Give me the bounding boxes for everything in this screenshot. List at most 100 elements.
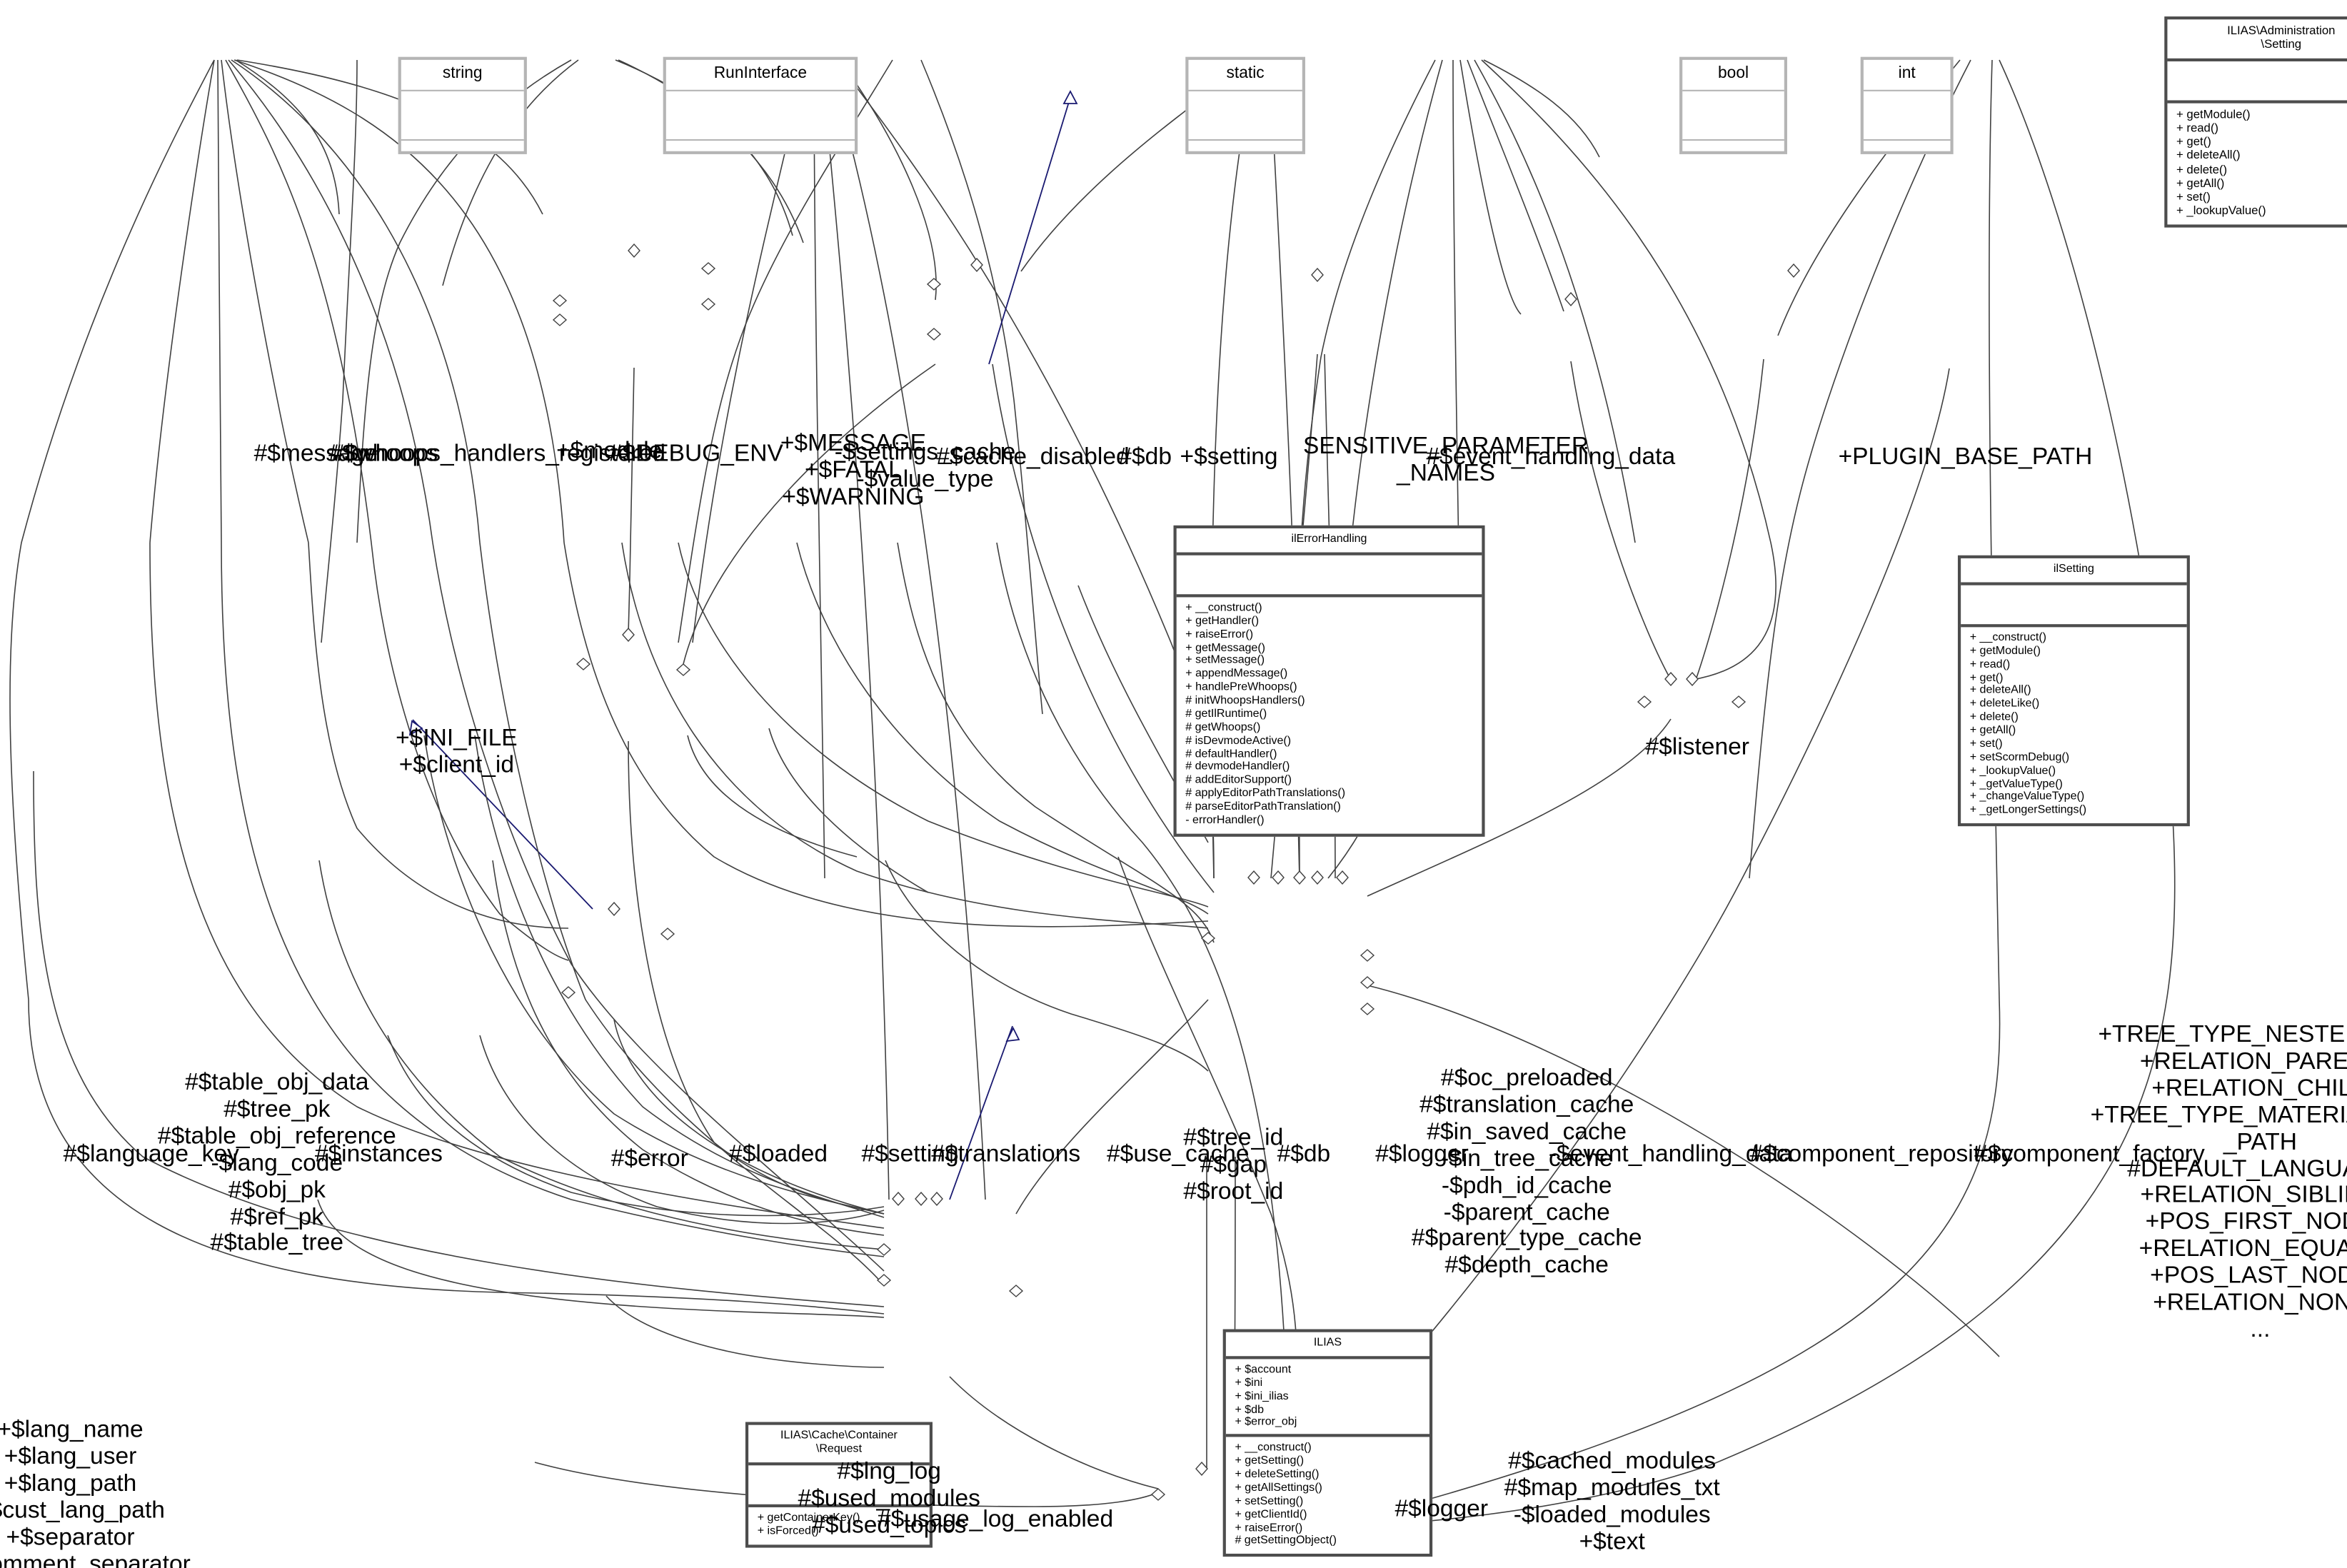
class-operation-row: + read() xyxy=(1969,656,2011,670)
class-operation-row: + getHandler() xyxy=(1185,613,1260,627)
class-node-static[interactable]: static xyxy=(1185,56,1305,154)
edge-label-loaded_label: #$loaded xyxy=(729,1142,828,1168)
class-operation-row: - errorHandler() xyxy=(1185,813,1265,826)
class-operation-row: + raiseError() xyxy=(1235,1519,1303,1534)
class-operation-row: # addEditorSupport() xyxy=(1185,773,1292,787)
class-node-title: ILIAS xyxy=(1225,1332,1429,1360)
edge-label-whoops_handlers_registered: #$whoops_handlers_registered xyxy=(331,441,666,468)
edge-label-instances: #$instances xyxy=(314,1142,443,1168)
class-operation-row: + setScormDebug() xyxy=(1969,749,2070,763)
edge-label-sensitive_parameter_names: SENSITIVE_PARAMETER _NAMES xyxy=(1302,433,1589,487)
class-node-title: RunInterface xyxy=(665,60,855,91)
class-operation-row: + read() xyxy=(2176,121,2218,135)
edge-label-soc_preloaded_block: #$oc_preloaded #$translation_cache #$in_… xyxy=(1411,1065,1642,1279)
class-operation-row: + handlePreWhoops() xyxy=(1185,679,1297,693)
edge-label-cache_disabled: #$cache_disabled xyxy=(936,444,1130,471)
edge-label-db_label: #$db xyxy=(1277,1142,1331,1168)
class-node-attributes xyxy=(1863,91,1951,141)
class-attribute-row: + $ini_ilias xyxy=(1235,1388,1289,1402)
class-operation-row: + _lookupValue() xyxy=(2176,203,2266,218)
class-operation-row: # devmodeHandler() xyxy=(1185,759,1290,773)
class-node-ilias_administration_setting[interactable]: ILIAS\Administration \Setting+ getModule… xyxy=(2164,16,2347,227)
class-node-ilerrorhandling[interactable]: ilErrorHandling + __construct()+ getHandl… xyxy=(1173,525,1485,837)
class-operation-row: + getAllSettings() xyxy=(1235,1479,1322,1494)
class-node-ilias[interactable]: ILIAS+ $account+ $ini+ $ini_ilias+ $db+ … xyxy=(1222,1329,1433,1557)
edge-label-use_cache_label: #$use_cache xyxy=(1107,1142,1250,1168)
class-operation-row: + set() xyxy=(1969,736,2003,750)
class-operation-row: + deleteLike() xyxy=(1969,696,2040,710)
class-operation-row: # defaultHandler() xyxy=(1185,746,1277,760)
class-node-int[interactable]: int xyxy=(1860,56,1954,154)
class-operation-row: + get() xyxy=(2176,134,2211,149)
class-operation-row: # isDevmodeActive() xyxy=(1185,733,1292,747)
edge-label-logger_label: #$logger xyxy=(1375,1142,1469,1168)
class-operation-row: + __construct() xyxy=(1235,1440,1312,1454)
class-node-string[interactable]: string xyxy=(398,56,527,154)
edge-label-db_top: #$db xyxy=(1118,444,1172,471)
edge-label-component_factory_label: #$component_factory xyxy=(1974,1142,2205,1168)
edge-label-listener: #$listener xyxy=(1645,735,1749,760)
class-operation-row: # initWhoopsHandlers() xyxy=(1185,693,1305,707)
edge-label-whoops: #$whoops xyxy=(328,441,438,468)
class-node-attributes xyxy=(1682,91,1784,141)
edge-label-setting_top: +$setting xyxy=(1180,444,1278,471)
class-operation-row: + getAll() xyxy=(1969,723,2016,737)
class-operation-row: # getSettingObject() xyxy=(1235,1533,1337,1547)
class-operation-row: + __construct() xyxy=(1185,600,1262,614)
class-operation-row: + _getLongerSettings() xyxy=(1969,803,2087,817)
class-node-ilias_cache_container_request[interactable]: ILIAS\Cache\Container \Request+ getConta… xyxy=(745,1422,933,1547)
class-node-bool[interactable]: bool xyxy=(1679,56,1787,154)
class-node-attributes xyxy=(1188,91,1302,141)
class-node-attributes xyxy=(748,1465,930,1507)
class-node-operations: + getModule()+ read()+ get()+ deleteAll(… xyxy=(2167,103,2347,224)
edge-label-setting_label: #$setting xyxy=(861,1142,959,1168)
class-node-ilsetting[interactable]: ilSetting+ __construct()+ getModule()+ r… xyxy=(1957,555,2190,827)
class-node-attributes xyxy=(2167,61,2347,103)
class-node-operations: + getContainerKey()+ isForced() xyxy=(748,1507,930,1544)
class-operation-row: + getClientId() xyxy=(1235,1507,1307,1521)
class-operation-row: + isForced() xyxy=(757,1523,819,1537)
class-node-attributes: + $account+ $ini+ $ini_ilias+ $db+ $erro… xyxy=(1225,1359,1429,1437)
class-operation-row: # getIlRuntime() xyxy=(1185,706,1267,720)
edge-label-table_obj_data_block: #$table_obj_data #$tree_pk #$table_obj_r… xyxy=(157,1070,396,1257)
edge-label-ini_file_client_id: +$INI_FILE +$client_id xyxy=(396,725,518,778)
edge-label-error_label: #$error xyxy=(610,1146,688,1172)
edge-label-tree_constants_block: +TREE_TYPE_NESTED_SET +RELATION_PARENT +… xyxy=(2090,1022,2347,1343)
class-operation-row: + __construct() xyxy=(1969,630,2047,644)
class-operation-row: + _changeValueType() xyxy=(1969,789,2085,803)
edge-label-tree_id_gap_root_id: #$tree_id #$gap #$root_id xyxy=(1183,1125,1284,1205)
class-operation-row: + getModule() xyxy=(2176,106,2251,121)
class-node-runinterface[interactable]: RunInterface xyxy=(663,56,858,154)
class-operation-row: + getAll() xyxy=(2176,176,2225,190)
class-node-title: int xyxy=(1863,60,1951,91)
edge-label-debug_env: #$DEBUG_ENV xyxy=(608,441,783,468)
class-node-title: ilErrorHandling xyxy=(1176,528,1482,556)
class-node-title: bool xyxy=(1682,60,1784,91)
edge-label-settings_cache_value_type: -$settings_cache -$value_type xyxy=(834,440,1016,493)
class-operation-row: + setMessage() xyxy=(1185,653,1265,667)
class-operation-row: + deleteAll() xyxy=(2176,149,2241,162)
edge-label-module: +$module xyxy=(556,438,663,464)
class-operation-row: + appendMessage() xyxy=(1185,666,1288,680)
class-operation-row: + getModule() xyxy=(1969,643,2041,657)
class-node-operations: + __construct()+ getModule()+ read() + ge… xyxy=(1961,627,2187,823)
edge-label-language_key: #$language_key xyxy=(63,1142,239,1168)
class-node-title: static xyxy=(1188,60,1302,91)
class-node-operations: + __construct()+ getSetting()+ deleteSet… xyxy=(1226,1437,1429,1554)
class-operation-row: + getContainerKey() xyxy=(757,1509,860,1524)
class-operation-row: # parseEditorPathTranslation() xyxy=(1185,799,1341,813)
class-operation-row: + set() xyxy=(2176,190,2211,204)
edge-label-usage_log_enabled: #$usage_log_enabled xyxy=(877,1507,1114,1533)
edge-label-event_handling_data_top: #$event_handling_data xyxy=(1426,444,1676,471)
class-attribute-row: + $account xyxy=(1235,1362,1292,1376)
class-node-attributes xyxy=(1176,555,1482,598)
edge-label-plugin_base_path: +PLUGIN_BASE_PATH xyxy=(1838,444,2093,471)
edge-label-event_handling_data_label: -$event_handling_data xyxy=(1548,1142,1793,1168)
class-node-title: string xyxy=(401,60,524,91)
class-node-attributes xyxy=(1961,585,2187,628)
class-attribute-row: + $ini xyxy=(1235,1374,1263,1389)
class-attribute-row: + $db xyxy=(1235,1402,1264,1416)
class-attribute-row: + $error_obj xyxy=(1235,1414,1297,1429)
